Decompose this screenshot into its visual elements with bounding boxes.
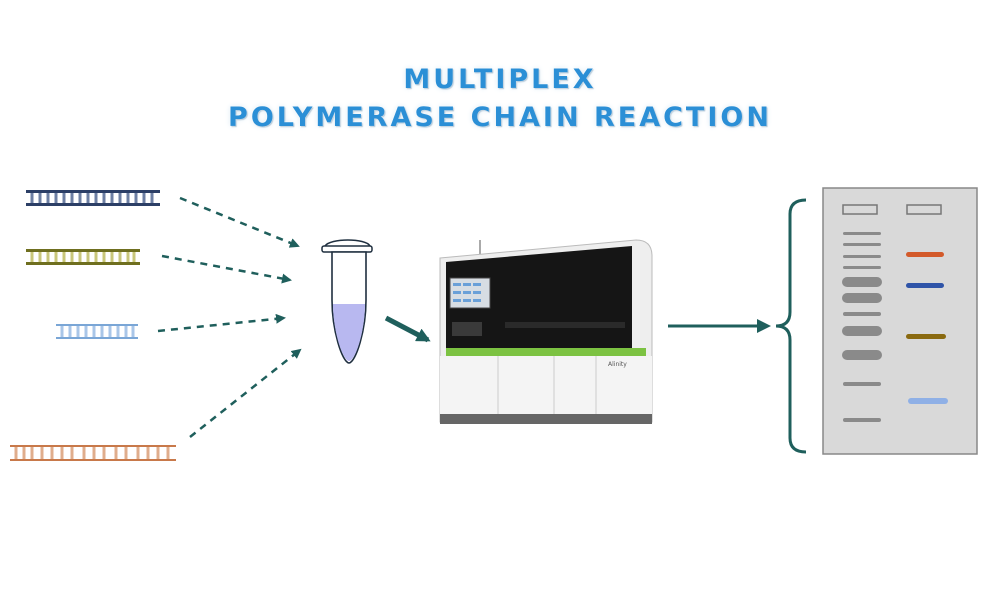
sample-band-lightblue — [908, 398, 948, 404]
ladder-band — [843, 243, 881, 246]
sample-band-olive — [906, 334, 946, 339]
gel-bracket — [775, 198, 807, 454]
instrument-green-stripe — [446, 348, 646, 356]
pcr-instrument: Alinity — [439, 239, 653, 424]
ladder-band — [842, 350, 882, 360]
ladder-band — [843, 312, 881, 316]
ladder-band — [843, 255, 881, 258]
ladder-band — [842, 293, 882, 303]
tube-liquid — [333, 304, 365, 361]
ladder-bands — [842, 232, 882, 422]
dna-strand-orange — [10, 445, 176, 461]
dashed-arrow-1 — [179, 196, 300, 248]
ladder-band — [843, 232, 881, 235]
dashed-arrows — [157, 196, 302, 438]
title-line-1: MULTIPLEX — [403, 64, 597, 95]
ladder-band — [843, 266, 881, 269]
ladder-band — [843, 418, 881, 422]
title-line-2: POLYMERASE CHAIN REACTION — [228, 102, 772, 133]
dna-strand-olive — [26, 249, 140, 265]
pcr-tube — [321, 239, 373, 364]
dna-strand-lightblue — [56, 324, 138, 339]
ladder-band — [843, 382, 881, 386]
dashed-arrow-4 — [189, 348, 302, 438]
gel-electrophoresis — [822, 187, 978, 455]
gel-well-2 — [906, 204, 942, 215]
ladder-band — [842, 326, 882, 336]
sample-band-blue — [906, 283, 944, 288]
dashed-arrow-2 — [161, 254, 292, 284]
arrow-tube-to-instrument — [384, 315, 431, 343]
instrument-brand-label: Alinity — [608, 361, 627, 368]
sample-band-orange — [906, 252, 944, 257]
ladder-band — [842, 277, 882, 287]
dashed-arrow-3 — [157, 313, 286, 333]
gel-well-1 — [842, 204, 878, 215]
dna-strand-navy — [26, 190, 160, 206]
